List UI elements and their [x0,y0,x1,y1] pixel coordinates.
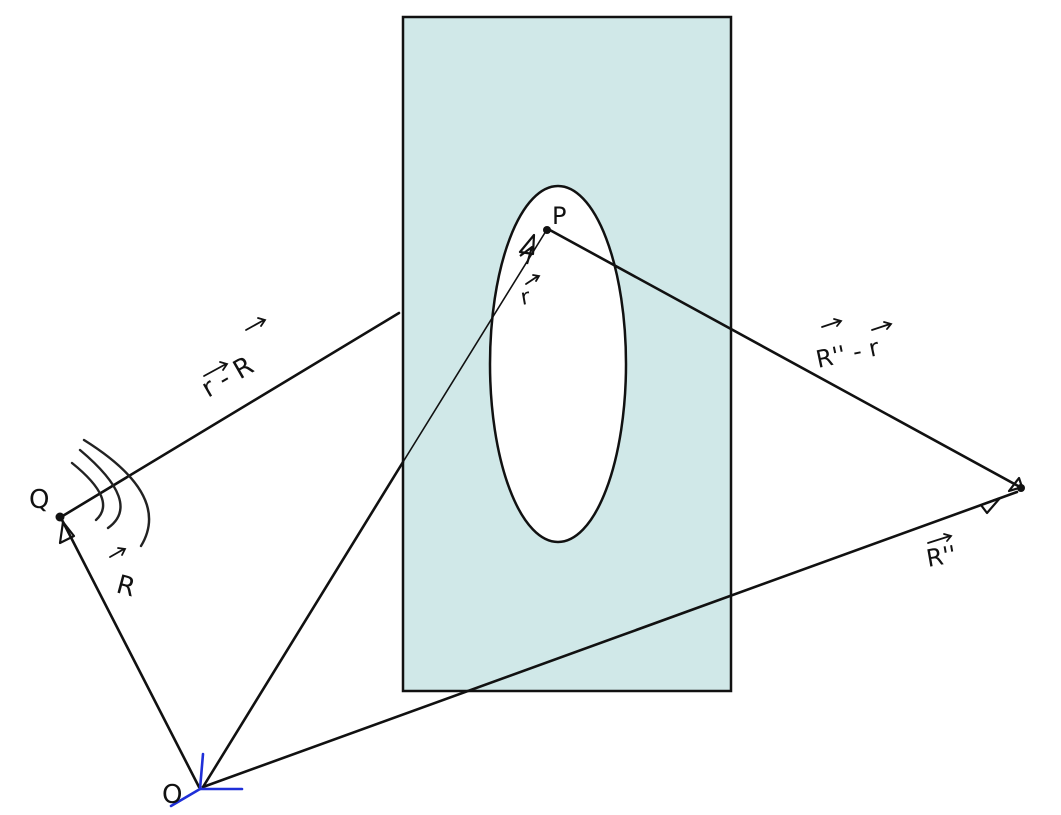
aperture-point-dot [543,226,551,234]
arrowhead-R-prime [979,496,1002,515]
label-source: Q [29,485,49,515]
overarrow-R-prime-minus-r-2 [871,321,893,331]
wave-arc-2 [78,448,122,530]
arrowhead-R-prime-minus-r [1007,476,1024,493]
origin-axis-y [198,752,205,791]
wave-arc-3 [82,438,151,548]
label-aperture-point: P [552,202,566,230]
vector-r-line-upper [402,230,547,463]
arrowhead-r-minus-R [519,245,534,265]
wave-arc-1 [70,461,105,522]
vector-r-line-lower [201,460,405,789]
overarrow-R-prime [927,533,953,544]
observation-point-dot [1017,484,1025,492]
overarrow-R [109,547,127,558]
label-vector-R-prime-minus-r: R'' - r [813,333,881,374]
arrowhead-r [518,233,536,256]
vector-r-minus-R-line [59,311,401,519]
label-vector-R: R [113,570,138,604]
vector-R-prime-minus-r-line [546,227,1022,489]
origin-axis-z [169,787,202,808]
overarrow-r-minus-R [203,361,229,377]
overarrow-r [525,274,541,285]
aperture [488,184,628,544]
label-origin: O [162,780,182,810]
label-vector-r-minus-R: r - R [197,351,259,404]
arrowhead-R [58,520,76,545]
vector-R-line [59,516,201,789]
overarrow-R-prime-minus-r-1 [821,318,843,328]
label-vector-R-prime: R'' [924,540,958,573]
overarrow-r-minus-R-2 [245,317,267,331]
vector-R-prime-line [201,490,1019,789]
source-point-dot [55,512,65,522]
